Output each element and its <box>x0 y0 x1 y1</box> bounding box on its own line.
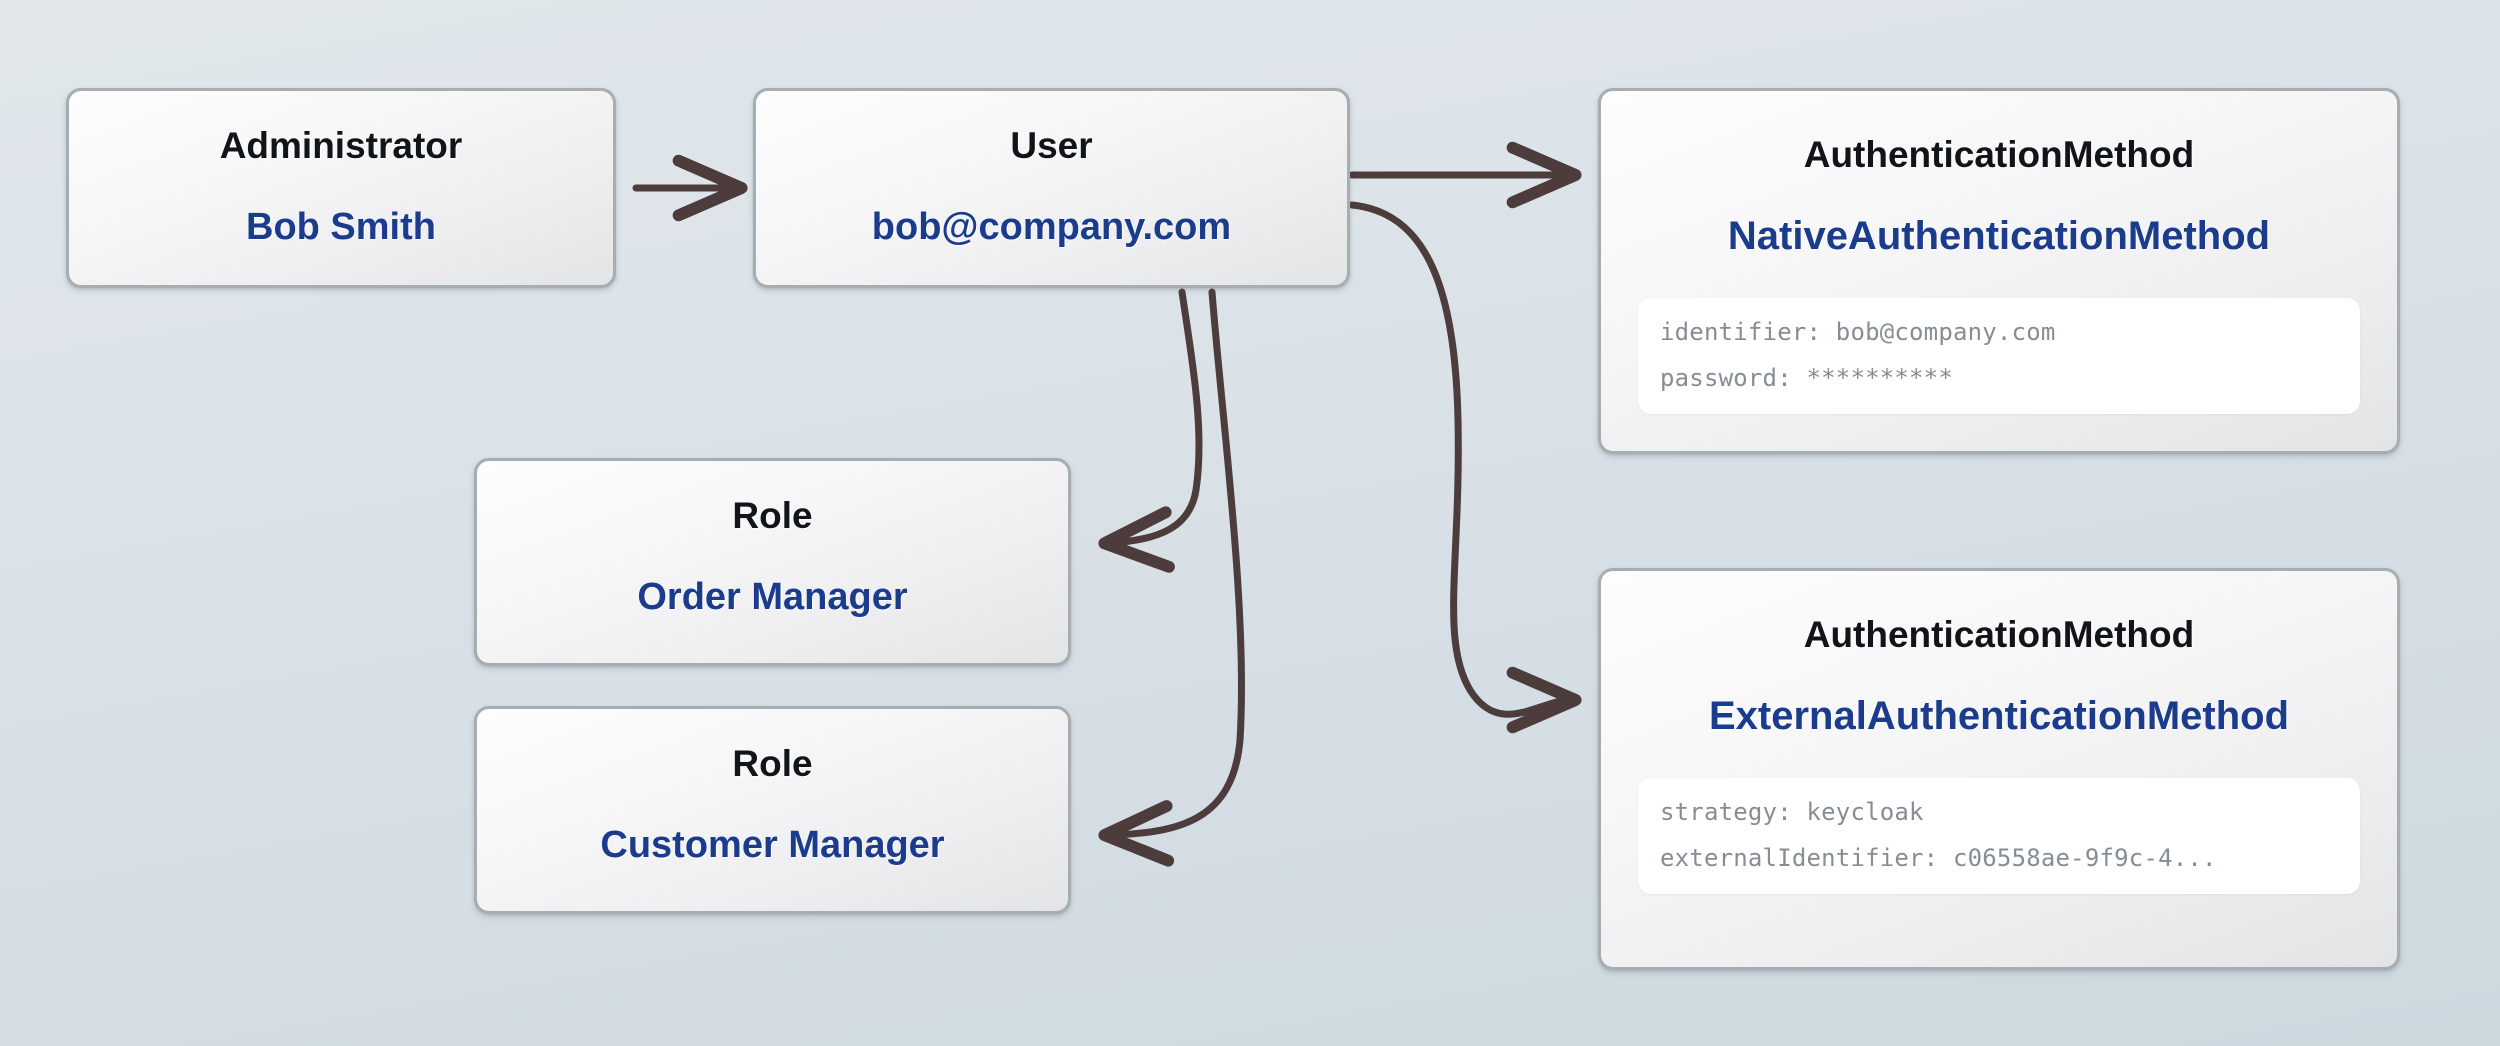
node-value-label: Order Manager <box>637 576 908 618</box>
node-authentication-method-external[interactable]: AuthenticationMethod ExternalAuthenticat… <box>1598 568 2400 970</box>
node-value-label: ExternalAuthenticationMethod <box>1708 694 2290 738</box>
node-value-label: Bob Smith <box>246 206 436 248</box>
detail-password: password: ********** <box>1660 364 1953 392</box>
node-value-label: Customer Manager <box>600 824 945 866</box>
node-type-label: Role <box>732 495 813 536</box>
detail-identifier: identifier: bob@company.com <box>1660 318 2056 346</box>
node-type-label: User <box>1010 125 1093 166</box>
edge-user-to-auth-external <box>1348 201 1582 734</box>
detail-external-identifier: externalIdentifier: c06558ae-9f9c-4... <box>1660 844 2217 872</box>
node-administrator[interactable]: Administrator Bob Smith <box>66 88 616 288</box>
node-type-label: Administrator <box>219 125 463 166</box>
detail-strategy: strategy: keycloak <box>1660 798 1924 826</box>
node-details-panel: strategy: keycloak externalIdentifier: c… <box>1638 778 2360 894</box>
node-authentication-method-native[interactable]: AuthenticationMethod NativeAuthenticatio… <box>1598 88 2400 454</box>
node-details-panel: identifier: bob@company.com password: **… <box>1638 298 2360 414</box>
edge-user-to-role-customer <box>1098 288 1246 867</box>
node-type-label: AuthenticationMethod <box>1803 134 2195 175</box>
node-type-label: Role <box>732 743 813 784</box>
node-user[interactable]: User bob@company.com <box>753 88 1350 288</box>
node-value-label: bob@company.com <box>871 206 1232 248</box>
node-role-order-manager[interactable]: Role Order Manager <box>474 458 1071 666</box>
node-type-label: AuthenticationMethod <box>1803 614 2195 655</box>
node-role-customer-manager[interactable]: Role Customer Manager <box>474 706 1071 914</box>
edge-user-to-role-order <box>1098 288 1203 573</box>
node-value-label: NativeAuthenticationMethod <box>1727 214 2271 258</box>
